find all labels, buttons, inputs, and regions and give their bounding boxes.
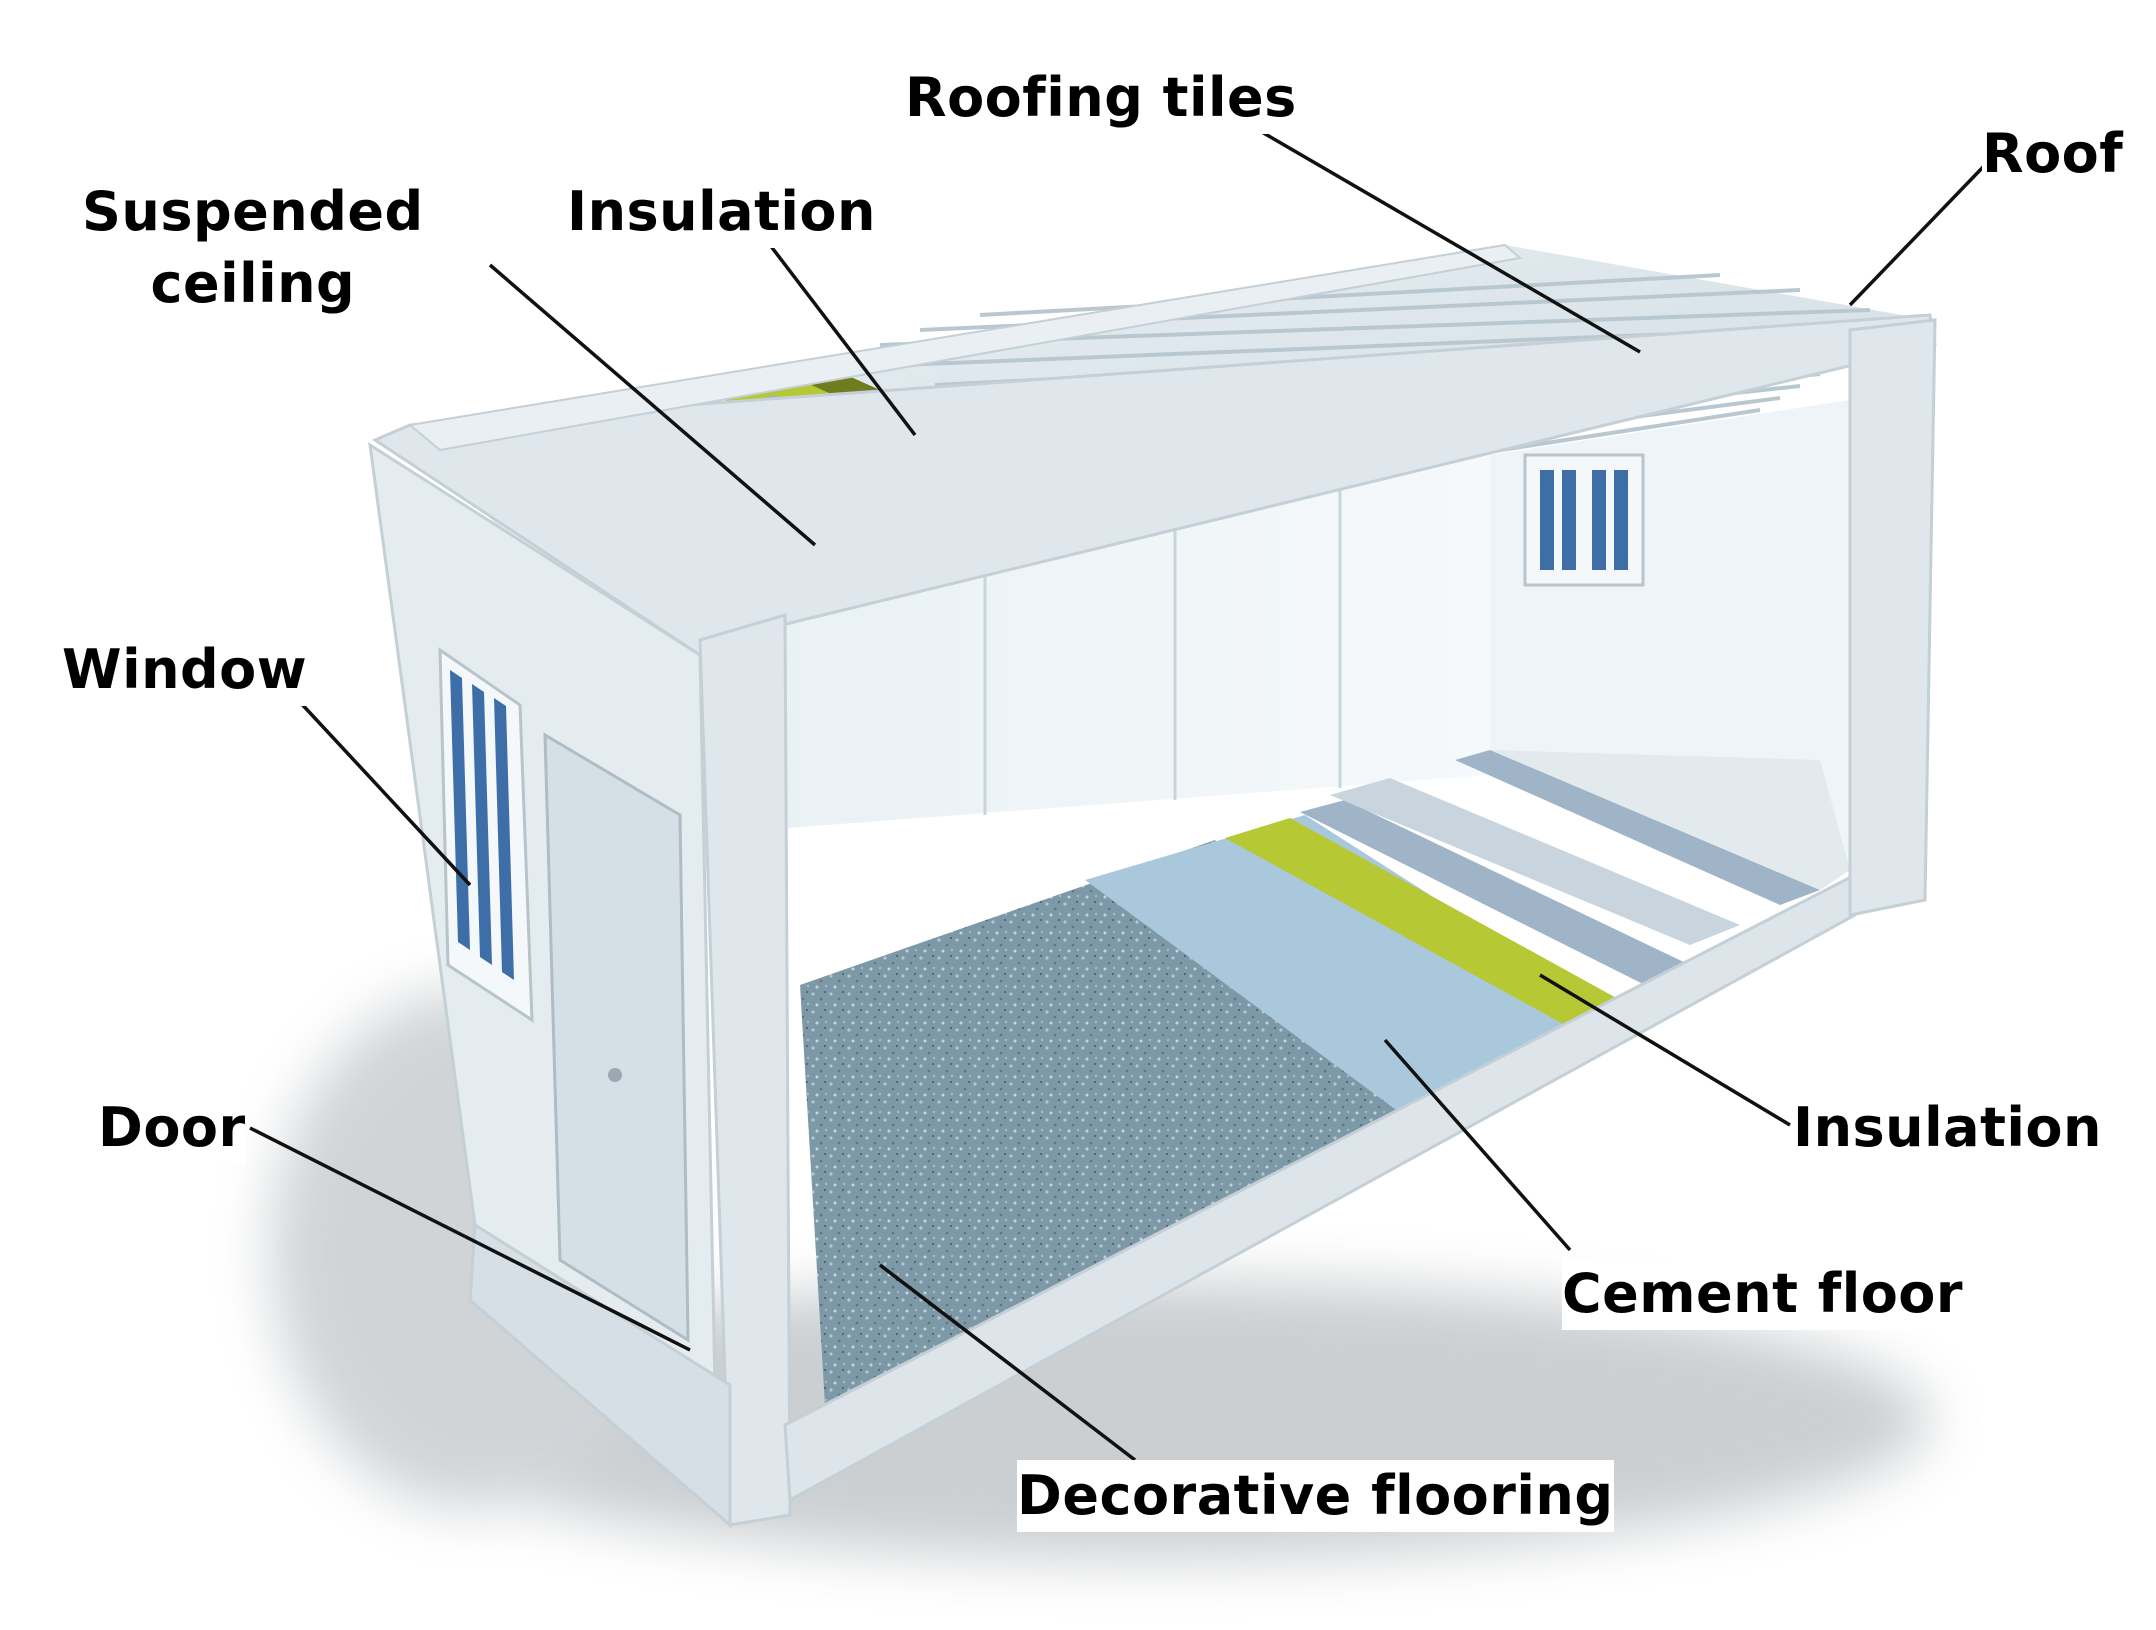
label-insulation-top: Insulation <box>567 176 876 248</box>
floor-steel-beam <box>1330 778 1740 945</box>
front-right-corner-post <box>1848 318 1937 917</box>
leader-door <box>249 1126 691 1352</box>
leader-insulation-top <box>768 243 917 437</box>
floor-frame-side-rail <box>468 1222 732 1529</box>
floor-steel-beam <box>1455 750 1820 905</box>
leader-lines <box>249 126 1987 1462</box>
leader-insulation-floor <box>1539 973 1791 1127</box>
floor-steel-beam <box>1300 800 1690 985</box>
label-decorative-flooring: Decorative flooring <box>1017 1460 1614 1532</box>
label-roofing-tiles: Roofing tiles <box>905 62 1297 134</box>
label-suspended-ceiling-line2: ceiling <box>150 252 356 315</box>
floor-insulation-strip <box>1225 818 1620 1025</box>
leader-cement-floor <box>1383 1038 1572 1252</box>
side-window <box>438 647 534 1023</box>
floor-steel-beam <box>1490 750 1850 890</box>
label-insulation-floor: Insulation <box>1793 1092 2102 1164</box>
label-suspended-ceiling-line1: Suspended <box>82 180 424 243</box>
door-panel <box>543 732 690 1343</box>
leader-roofing-tiles <box>1254 126 1641 354</box>
label-suspended-ceiling: Suspended ceiling <box>82 176 424 320</box>
cement-floor-surface <box>1085 815 1610 1135</box>
leader-roof <box>1848 163 1987 307</box>
label-door: Door <box>98 1092 246 1164</box>
leader-window <box>296 698 472 887</box>
roof-frame-back-rail <box>407 243 1523 452</box>
front-left-corner-post <box>698 612 792 1527</box>
leader-decorative-flooring <box>878 1263 1137 1462</box>
leader-suspended-ceiling <box>488 263 817 547</box>
label-window: Window <box>62 634 308 706</box>
end-wall-window <box>1523 453 1645 587</box>
label-roof: Roof <box>1982 118 2124 190</box>
label-cement-floor: Cement floor <box>1562 1258 1964 1330</box>
